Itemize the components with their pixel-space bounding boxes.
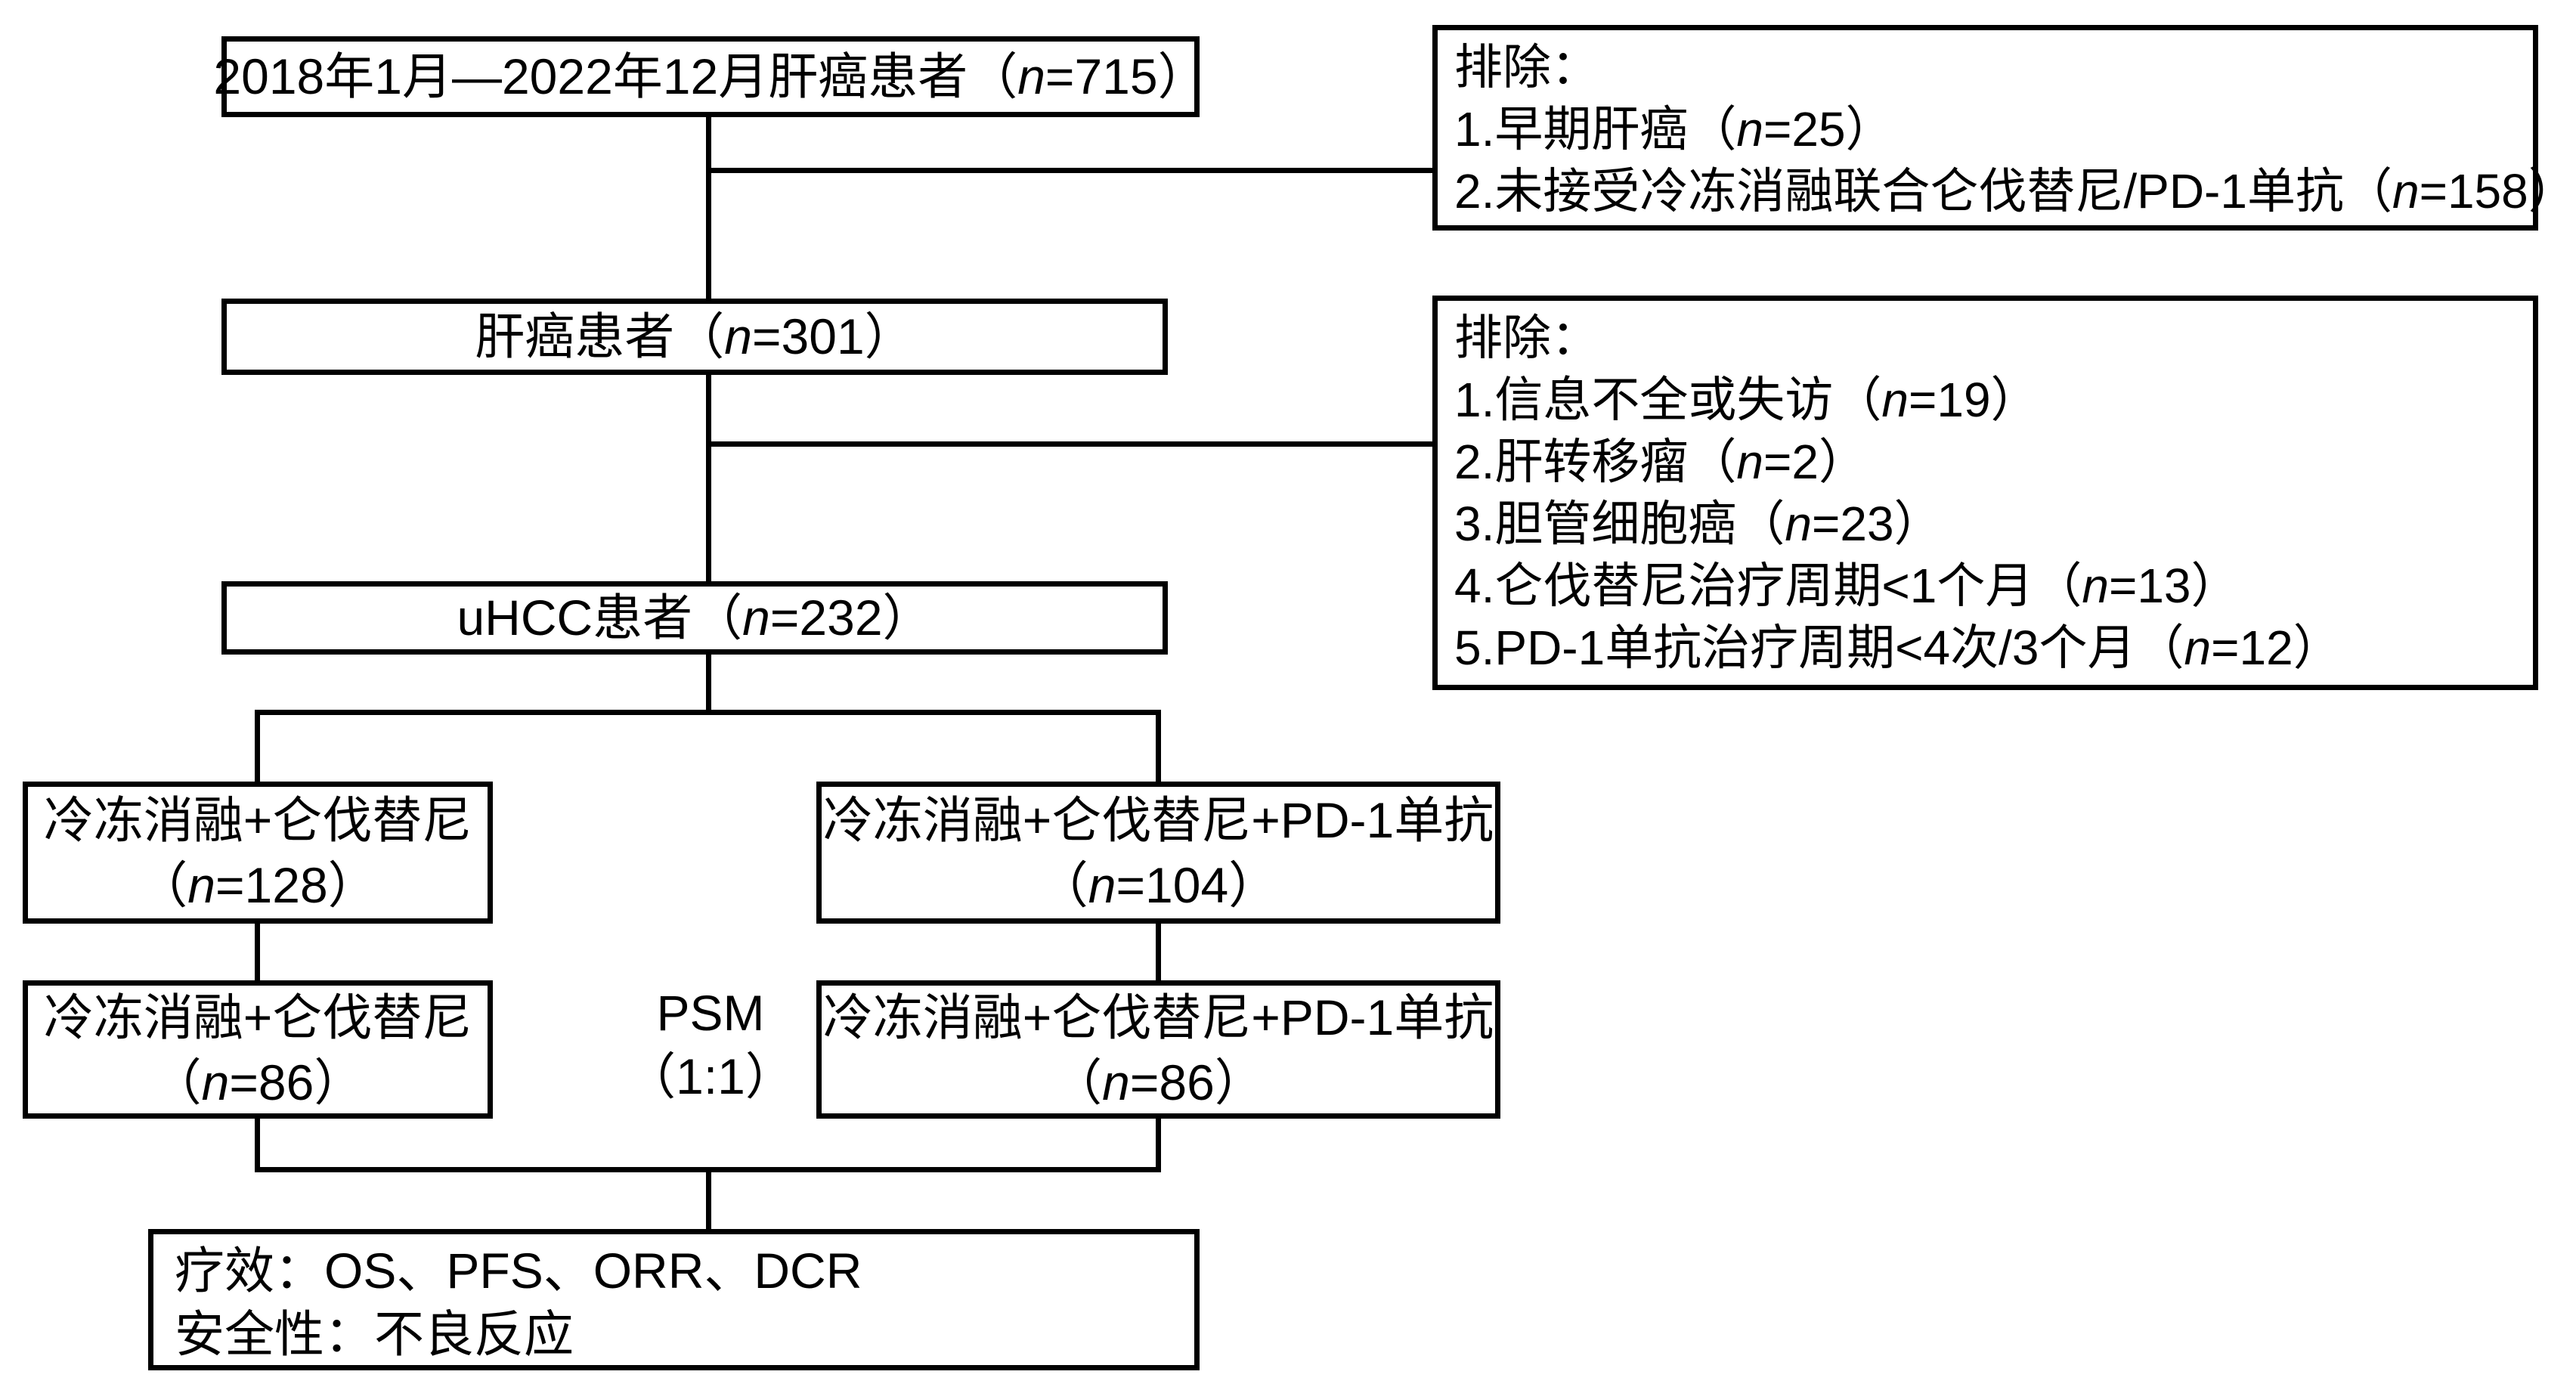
- node-outcomes: 疗效：OS、PFS、ORR、DCR 安全性：不良反应: [148, 1229, 1200, 1370]
- psm-label: PSM （1:1）: [597, 981, 824, 1108]
- node-initial-cohort-label: 2018年1月—2022年12月肝癌患者（n=715）: [213, 45, 1207, 108]
- exclusion-2-item: 3.胆管细胞癌（n=23）: [1454, 493, 2519, 555]
- text-post: =715）: [1045, 48, 1208, 105]
- node-right-matched-line1: 冷冻消融+仑伐替尼+PD-1单抗: [822, 989, 1494, 1045]
- text-post: =158）: [2419, 164, 2576, 218]
- connector-split-left-down: [255, 710, 260, 782]
- exclusion-2-item: 5.PD-1单抗治疗周期<4次/3个月（n=12）: [1454, 617, 2519, 679]
- connector-top-to-patients: [706, 116, 711, 299]
- text-post: =232）: [769, 590, 933, 646]
- n-var: n: [2184, 621, 2212, 675]
- node-right-arm-line1: 冷冻消融+仑伐替尼+PD-1单抗: [822, 792, 1494, 848]
- text-pre: 5.PD-1单抗治疗周期<4次/3个月（: [1454, 621, 2184, 675]
- n-var: n: [187, 857, 216, 913]
- connector-left-arm-to-matched: [255, 921, 260, 980]
- node-right-arm-104: 冷冻消融+仑伐替尼+PD-1单抗 （n=104）: [816, 782, 1500, 924]
- text-post: =86）: [1129, 1054, 1265, 1110]
- text-post: =19）: [1908, 373, 2039, 427]
- n-var: n: [201, 1054, 230, 1110]
- exclusion-1-item: 2.未接受冷冻消融联合仑伐替尼/PD-1单抗（n=158）: [1454, 160, 2576, 222]
- text-pre: （: [138, 857, 188, 913]
- text-post: =104）: [1116, 857, 1279, 913]
- node-outcomes-line1: 疗效：OS、PFS、ORR、DCR: [175, 1243, 862, 1299]
- n-var: n: [1088, 857, 1116, 913]
- node-right-matched-line2: （n=86）: [1052, 1050, 1265, 1115]
- node-left-matched-86: 冷冻消融+仑伐替尼 （n=86）: [23, 980, 493, 1119]
- exclusion-2-item: 1.信息不全或失访（n=19）: [1454, 369, 2519, 431]
- node-right-matched-86: 冷冻消融+仑伐替尼+PD-1单抗 （n=86）: [816, 980, 1500, 1119]
- n-var: n: [2082, 559, 2109, 613]
- n-var: n: [1785, 497, 1812, 551]
- n-var: n: [1736, 435, 1763, 489]
- text-post: =13）: [2108, 559, 2240, 613]
- n-var: n: [742, 590, 770, 646]
- n-var: n: [724, 308, 753, 365]
- connector-left-matched-down: [255, 1116, 260, 1172]
- text-post: =2）: [1763, 435, 1867, 489]
- connector-right-arm-to-matched: [1156, 921, 1161, 980]
- n-var: n: [1102, 1054, 1130, 1110]
- node-uhcc-232: uHCC患者（n=232）: [221, 581, 1168, 655]
- node-uhcc-232-label: uHCC患者（n=232）: [457, 587, 932, 649]
- text-pre: uHCC患者（: [457, 590, 743, 646]
- text-pre: 3.胆管细胞癌（: [1454, 497, 1785, 551]
- node-right-arm-line2: （n=104）: [1039, 853, 1278, 918]
- exclusion-2-item: 2.肝转移瘤（n=2）: [1454, 431, 2519, 493]
- node-left-arm-line2: （n=128）: [138, 853, 377, 918]
- node-left-arm-line1: 冷冻消融+仑伐替尼: [43, 792, 472, 848]
- n-var: n: [2392, 164, 2420, 218]
- node-left-matched-line2: （n=86）: [152, 1050, 364, 1115]
- text-pre: 2018年1月—2022年12月肝癌患者（: [213, 48, 1018, 105]
- node-exclusion-1: 排除： 1.早期肝癌（n=25） 2.未接受冷冻消融联合仑伐替尼/PD-1单抗（…: [1432, 25, 2576, 231]
- node-left-arm-128: 冷冻消融+仑伐替尼 （n=128）: [23, 782, 493, 924]
- node-patients-301-label: 肝癌患者（n=301）: [475, 305, 914, 368]
- connector-branch-exclude1: [706, 168, 1434, 173]
- node-patients-301: 肝癌患者（n=301）: [221, 299, 1168, 375]
- text-post: =301）: [752, 308, 915, 365]
- node-left-matched-line1: 冷冻消融+仑伐替尼: [43, 989, 472, 1045]
- node-initial-cohort: 2018年1月—2022年12月肝癌患者（n=715）: [213, 36, 1208, 117]
- text-post: =86）: [229, 1054, 364, 1110]
- connector-join-to-outcome: [706, 1167, 711, 1231]
- n-var: n: [1017, 48, 1045, 105]
- connector-patients-to-uhcc: [706, 372, 711, 584]
- text-pre: 2.未接受冷冻消融联合仑伐替尼/PD-1单抗（: [1454, 164, 2392, 218]
- connector-branch-exclude2: [706, 441, 1434, 447]
- text-post: =128）: [215, 857, 378, 913]
- text-pre: （: [1052, 1054, 1103, 1110]
- text-post: =23）: [1811, 497, 1943, 551]
- text-pre: 1.早期肝癌（: [1454, 102, 1737, 156]
- psm-label-line1: PSM: [656, 985, 765, 1041]
- node-outcomes-line2: 安全性：不良反应: [175, 1306, 574, 1362]
- connector-right-matched-down: [1156, 1116, 1161, 1172]
- exclusion-2-item: 4.仑伐替尼治疗周期<1个月（n=13）: [1454, 555, 2519, 617]
- exclusion-1-item: 1.早期肝癌（n=25）: [1454, 98, 2519, 160]
- text-pre: 2.肝转移瘤（: [1454, 435, 1737, 489]
- connector-uhcc-to-split: [706, 653, 711, 714]
- text-pre: 肝癌患者（: [475, 308, 725, 365]
- psm-label-line2: （1:1）: [626, 1048, 795, 1104]
- text-pre: （: [151, 1054, 202, 1110]
- connector-split-horizontal: [255, 710, 1161, 715]
- text-post: =25）: [1763, 102, 1894, 156]
- connector-split-right-down: [1156, 710, 1161, 782]
- text-pre: 1.信息不全或失访（: [1454, 373, 1882, 427]
- exclusion-1-title: 排除：: [1454, 40, 1599, 94]
- text-pre: （: [1038, 857, 1088, 913]
- node-exclusion-2: 排除： 1.信息不全或失访（n=19） 2.肝转移瘤（n=2） 3.胆管细胞癌（…: [1432, 296, 2538, 690]
- text-post: =12）: [2211, 621, 2342, 675]
- text-pre: 4.仑伐替尼治疗周期<1个月（: [1454, 559, 2082, 613]
- n-var: n: [1736, 102, 1763, 156]
- exclusion-2-title: 排除：: [1454, 311, 1599, 365]
- n-var: n: [1881, 373, 1909, 427]
